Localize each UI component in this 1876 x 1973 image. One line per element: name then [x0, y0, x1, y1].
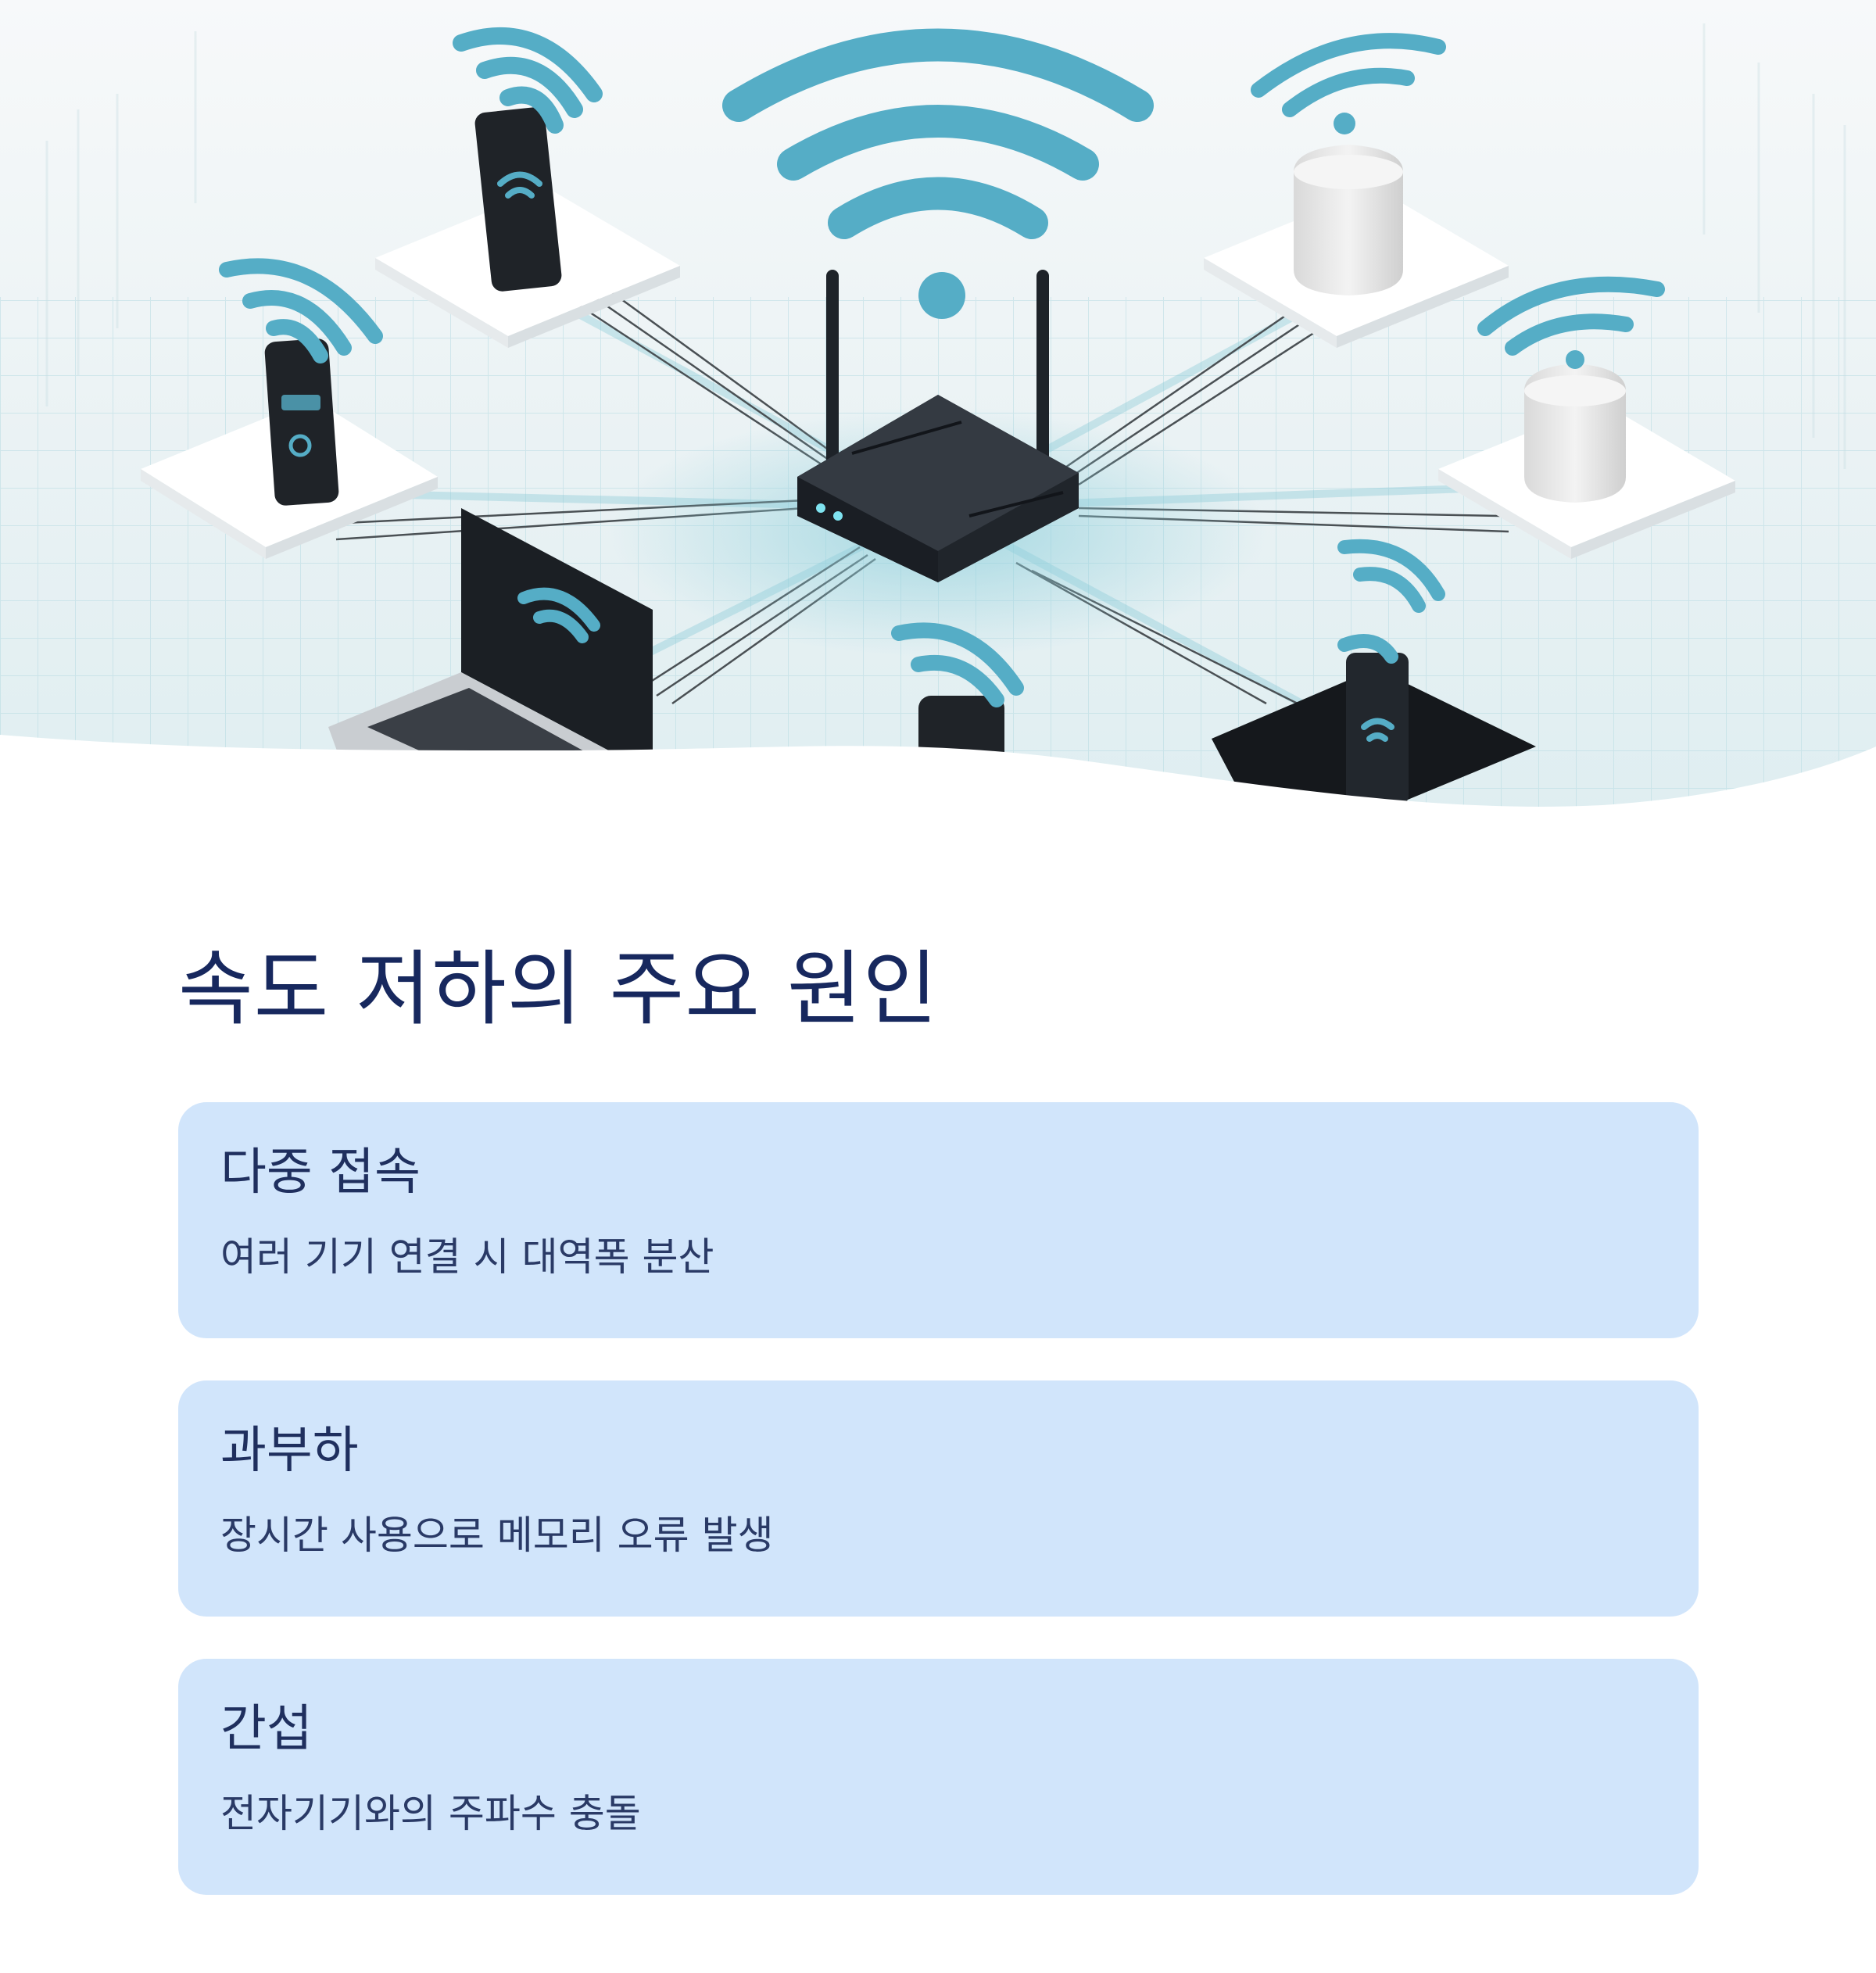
cause-title: 간섭 — [220, 1700, 313, 1758]
cause-card-overload: 과부하 장시간 사용으로 메모리 오류 발생 — [178, 1380, 1699, 1617]
speaker-device-top — [1204, 33, 1509, 348]
background-lines — [45, 23, 1846, 469]
router-network-illustration — [0, 0, 1876, 813]
hero-illustration — [0, 0, 1876, 813]
phone-device-top — [375, 27, 680, 348]
section-title: 속도 저하의 주요 원인 — [178, 941, 939, 1037]
cause-description: 전자기기와의 주파수 충돌 — [220, 1791, 641, 1836]
cause-description: 여러 기기 연결 시 대역폭 분산 — [220, 1234, 714, 1280]
hero-wave-divider — [0, 735, 1876, 813]
cause-list: 다중 접속 여러 기기 연결 시 대역폭 분산 과부하 장시간 사용으로 메모리… — [178, 1102, 1699, 1895]
tablet-device — [1212, 539, 1536, 813]
cause-card-interference: 간섭 전자기기와의 주파수 충돌 — [178, 1659, 1699, 1895]
cause-title: 과부하 — [220, 1422, 359, 1480]
cause-description: 장시간 사용으로 메모리 오류 발생 — [220, 1513, 774, 1558]
cause-title: 다중 접속 — [220, 1144, 421, 1201]
speaker-device-right — [1438, 276, 1735, 559]
phone-device-left — [141, 258, 438, 559]
wifi-signal-icon — [722, 28, 1154, 239]
cause-card-multiple-access: 다중 접속 여러 기기 연결 시 대역폭 분산 — [178, 1102, 1699, 1338]
causes-section: 속도 저하의 주요 원인 다중 접속 여러 기기 연결 시 대역폭 분산 과부하… — [178, 930, 1699, 1937]
wifi-dot-icon — [918, 272, 965, 319]
router-icon — [797, 270, 1079, 582]
